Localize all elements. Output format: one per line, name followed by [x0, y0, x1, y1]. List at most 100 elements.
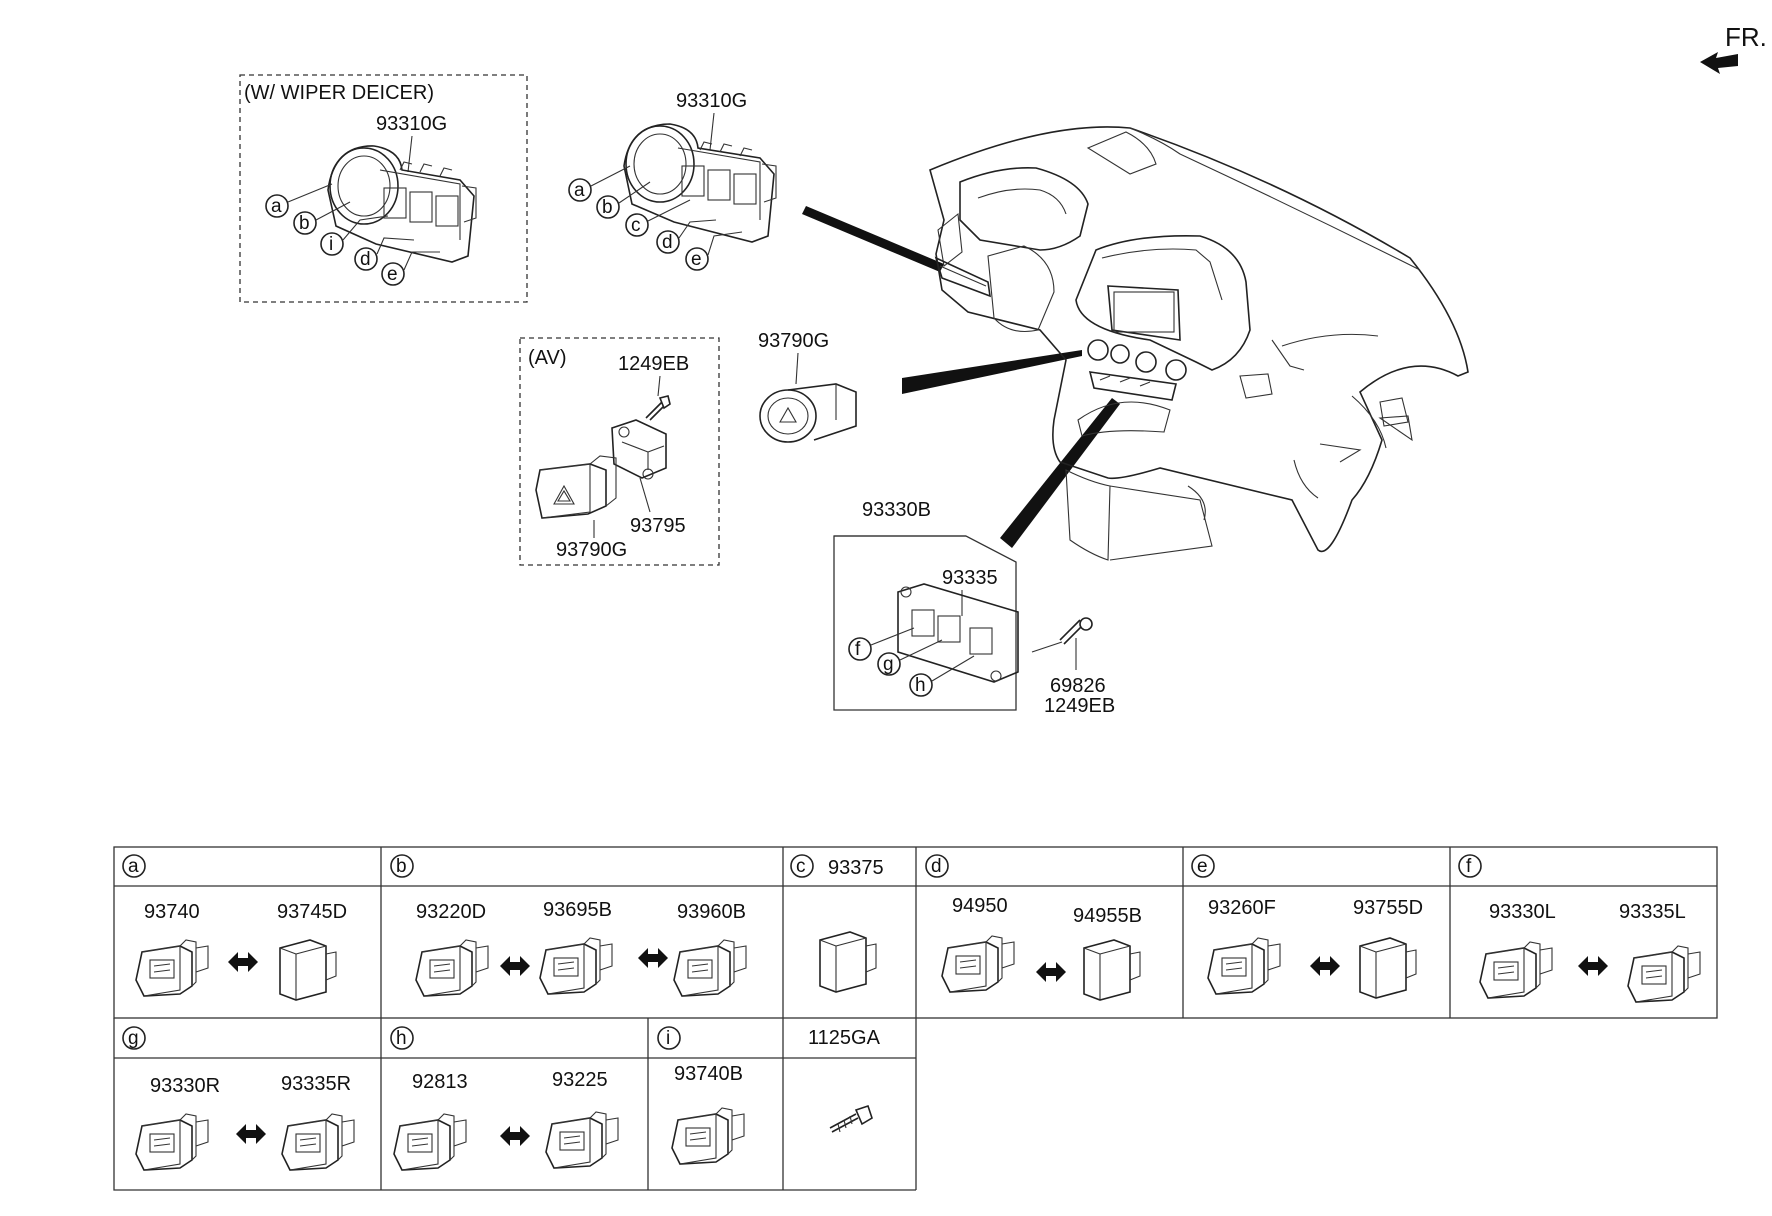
part-number: 93220D [416, 901, 486, 923]
switch-cap-icon [1359, 937, 1417, 999]
lower-switch-bracket [897, 583, 1019, 683]
callout-h: h [915, 675, 926, 696]
part-number: 93330R [150, 1075, 220, 1097]
cell-d: d 94950 94955B [925, 854, 1142, 1001]
switch-icon [1207, 937, 1281, 995]
lower-assembly-part-number: 93330B [862, 499, 931, 521]
callout-d: d [360, 249, 371, 270]
switch-icon [135, 1113, 209, 1171]
part-number: 93335L [1619, 901, 1686, 923]
switch-cap-icon [1083, 939, 1141, 1001]
callout-b: b [602, 197, 613, 218]
cell-key: i [666, 1028, 670, 1049]
switch-icon [673, 939, 747, 997]
interchange-arrow-icon [228, 952, 258, 972]
part-number: 94950 [952, 895, 1008, 917]
hazard-switch-group: 93790G [758, 330, 857, 443]
cell-key: a [128, 856, 139, 877]
cell-key: d [931, 856, 942, 877]
callout-d: d [662, 232, 673, 253]
screw-icon [829, 1104, 873, 1133]
wiper-panel-part-number: 93310G [376, 113, 447, 135]
center-bezel-panel [623, 123, 777, 243]
av-bolt-part-number: 1249EB [618, 353, 689, 375]
wiper-deicer-title: (W/ WIPER DEICER) [244, 82, 434, 104]
av-hazard-switch [535, 455, 617, 519]
av-bracket-part-number: 93795 [630, 515, 686, 537]
switch-icon [281, 1113, 355, 1171]
parts-table: a 93740 93745D b 93220D 93695B 93960B c … [113, 846, 1718, 1191]
av-title: (AV) [528, 347, 567, 369]
part-number: 93260F [1208, 897, 1276, 919]
cell-c: c 93375 [790, 854, 884, 993]
wiper-deicer-group: (W/ WIPER DEICER) 93310G a b i d e [239, 74, 528, 303]
part-number: 93740 [144, 901, 200, 923]
interchange-arrow-icon [236, 1124, 266, 1144]
cell-e: e 93260F 93755D [1191, 854, 1423, 999]
switch-icon [1627, 945, 1701, 1003]
switch-icon [539, 937, 613, 995]
callout-f: f [855, 639, 861, 660]
switch-cap-icon [819, 931, 877, 993]
part-number: 1125GA [808, 1027, 881, 1049]
av-frame [519, 337, 720, 566]
lower-screw [1059, 617, 1093, 645]
lower-screw-part-a: 69826 [1050, 675, 1106, 697]
cell-i: i 93740B [657, 1026, 745, 1165]
part-number: 93695B [543, 899, 612, 921]
front-marker: FR. [1700, 22, 1767, 74]
cell-key: h [396, 1028, 407, 1049]
part-number: 92813 [412, 1071, 468, 1093]
part-number: 93225 [552, 1069, 608, 1091]
leader-wedge-lower [1000, 398, 1120, 548]
callout-b: b [299, 213, 310, 234]
cell-b: b 93220D 93695B 93960B [390, 854, 747, 997]
switch-icon [545, 1111, 619, 1169]
callout-a: a [574, 180, 585, 201]
front-arrow-icon [1700, 52, 1738, 74]
center-callouts: a b c d e [568, 165, 743, 271]
hazard-part-number: 93790G [758, 330, 829, 352]
center-panel-part-number: 93310G [676, 90, 747, 112]
wiper-deicer-frame [239, 74, 528, 303]
part-number: 93745D [277, 901, 347, 923]
center-bezel-group: 93310G a b c d e [568, 90, 777, 271]
part-number: 93335R [281, 1073, 351, 1095]
hazard-switch [759, 383, 857, 443]
part-number: 93330L [1489, 901, 1556, 923]
lower-bracket-part-number: 93335 [942, 567, 998, 589]
callout-a: a [271, 196, 282, 217]
switch-icon [393, 1113, 467, 1171]
cell-g: g 93330R 93335R [122, 1026, 355, 1171]
leader-wedge-upper [802, 206, 944, 272]
cell-key: f [1466, 856, 1472, 877]
part-number: 93960B [677, 901, 746, 923]
switch-cap-icon [279, 939, 337, 1001]
callout-c: c [631, 215, 641, 236]
interchange-arrow-icon [638, 948, 668, 968]
av-bracket [611, 419, 667, 480]
interchange-arrow-icon [1310, 956, 1340, 976]
wiper-bezel-panel [327, 145, 477, 263]
cell-key: g [128, 1028, 139, 1049]
part-number: 93740B [674, 1063, 743, 1085]
cell-key: b [396, 856, 407, 877]
lower-screw-part-b: 1249EB [1044, 695, 1115, 717]
av-bolt [645, 395, 671, 421]
switch-icon [1479, 941, 1553, 999]
callout-e: e [387, 264, 398, 285]
part-number: 93375 [828, 857, 884, 879]
cell-f: f 93330L 93335L [1458, 854, 1701, 1003]
lower-bracket-group: 93330B 93335 f g h 69826 1249EB [833, 499, 1115, 717]
switch-icon [135, 939, 209, 997]
cell-h: h 92813 93225 [390, 1026, 619, 1171]
av-switch-part-number: 93790G [556, 539, 627, 561]
switch-icon [415, 939, 489, 997]
front-marker-label: FR. [1725, 22, 1767, 52]
cell-a: a 93740 93745D [122, 854, 347, 1001]
dashboard-illustration [929, 126, 1469, 561]
callout-i: i [329, 234, 333, 255]
part-number: 93755D [1353, 897, 1423, 919]
